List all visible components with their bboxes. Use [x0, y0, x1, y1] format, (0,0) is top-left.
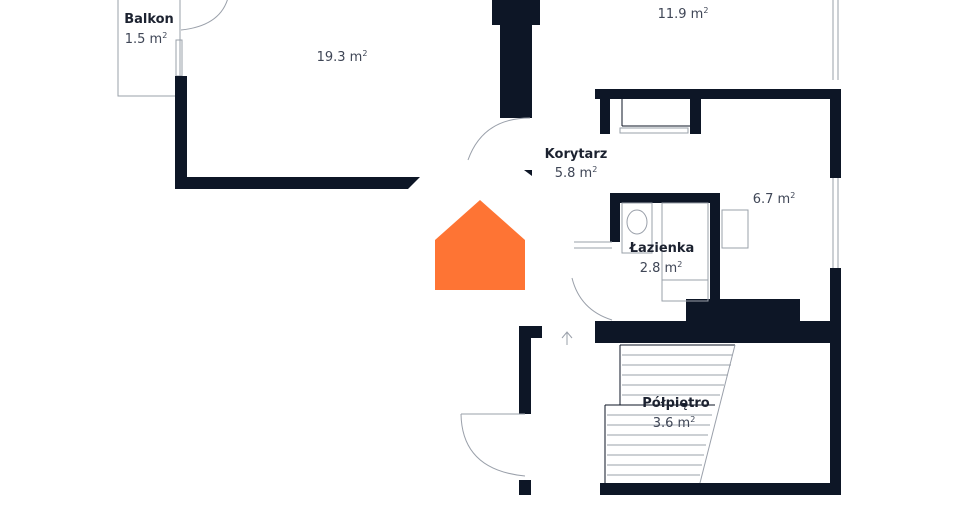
wall-right-lower	[830, 268, 841, 495]
wall-bath-left-upper	[610, 193, 620, 242]
wall-right-upper	[830, 89, 841, 178]
bath-door-swing	[571, 277, 613, 321]
shower-outline	[661, 202, 709, 302]
wall-entry-cap	[526, 326, 542, 338]
hallway-label: Korytarz 5.8 m2	[545, 147, 608, 181]
wall-stairs-top	[595, 321, 841, 343]
wall-closet-right	[690, 89, 701, 134]
hall-door-swing	[467, 117, 531, 161]
wall-large-left	[175, 76, 187, 189]
column-top	[492, 0, 540, 25]
balcony-door-swing	[180, 0, 228, 31]
small-right-room-label: 6.7 m2	[753, 191, 796, 207]
up-arrow-icon	[561, 331, 573, 345]
large-room-label: 19.3 m2	[317, 49, 368, 65]
wall-large-bottom	[175, 177, 420, 189]
landing-name: Półpiętro	[642, 396, 709, 411]
stairs	[604, 344, 736, 485]
balcony-name: Balkon	[124, 12, 174, 27]
hallway-area-value: 5.8 m2	[555, 165, 598, 181]
balcony-label: Balkon 1.5 m2	[124, 12, 174, 47]
bathroom-area-value: 2.8 m2	[640, 260, 683, 276]
wall-stairs-bottom	[600, 483, 841, 495]
wall-closet-left	[600, 89, 610, 134]
wall-bath-right	[710, 193, 720, 299]
wall-bath-top	[610, 193, 720, 203]
wall-hall-top	[595, 89, 841, 99]
wall-bath-bottom-block	[686, 299, 800, 321]
wall-entry-lower	[519, 480, 531, 495]
landing-area-value: 3.6 m2	[653, 415, 696, 431]
toilet-bowl	[626, 209, 648, 235]
top-right-room-area-value: 11.9 m2	[658, 6, 709, 22]
bathroom-name: Łazienka	[629, 241, 695, 256]
fixtures	[460, 0, 839, 485]
location-marker	[435, 200, 525, 290]
toilet-outline	[621, 202, 653, 254]
bathroom-label: Łazienka 2.8 m2	[629, 241, 695, 276]
wall-stub	[524, 170, 532, 176]
wall-entry-upper	[519, 326, 531, 414]
landing-label: Półpiętro 3.6 m2	[642, 396, 709, 431]
walls	[175, 0, 841, 495]
entry-door-swing	[460, 413, 526, 477]
balcony-area-value: 1.5 m2	[125, 31, 168, 47]
top-right-room-label: 11.9 m2	[658, 6, 709, 22]
large-room-area-value: 19.3 m2	[317, 49, 368, 65]
sink-outline	[721, 209, 749, 249]
column-mid	[500, 25, 532, 118]
hallway-name: Korytarz	[545, 147, 608, 162]
small-right-room-area-value: 6.7 m2	[753, 191, 796, 207]
